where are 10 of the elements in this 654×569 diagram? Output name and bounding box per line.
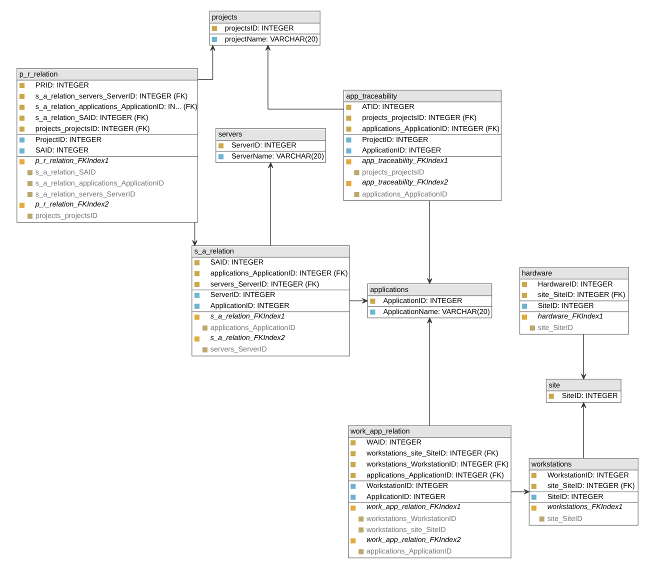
arrow [192, 222, 197, 246]
arrow [268, 162, 273, 246]
arrow [426, 318, 432, 426]
arrow [580, 334, 586, 380]
arrow [510, 489, 529, 494]
arrow [426, 200, 432, 284]
arrow [264, 45, 344, 110]
arrow [348, 298, 368, 304]
arrow [197, 45, 215, 80]
arrow [580, 402, 586, 459]
